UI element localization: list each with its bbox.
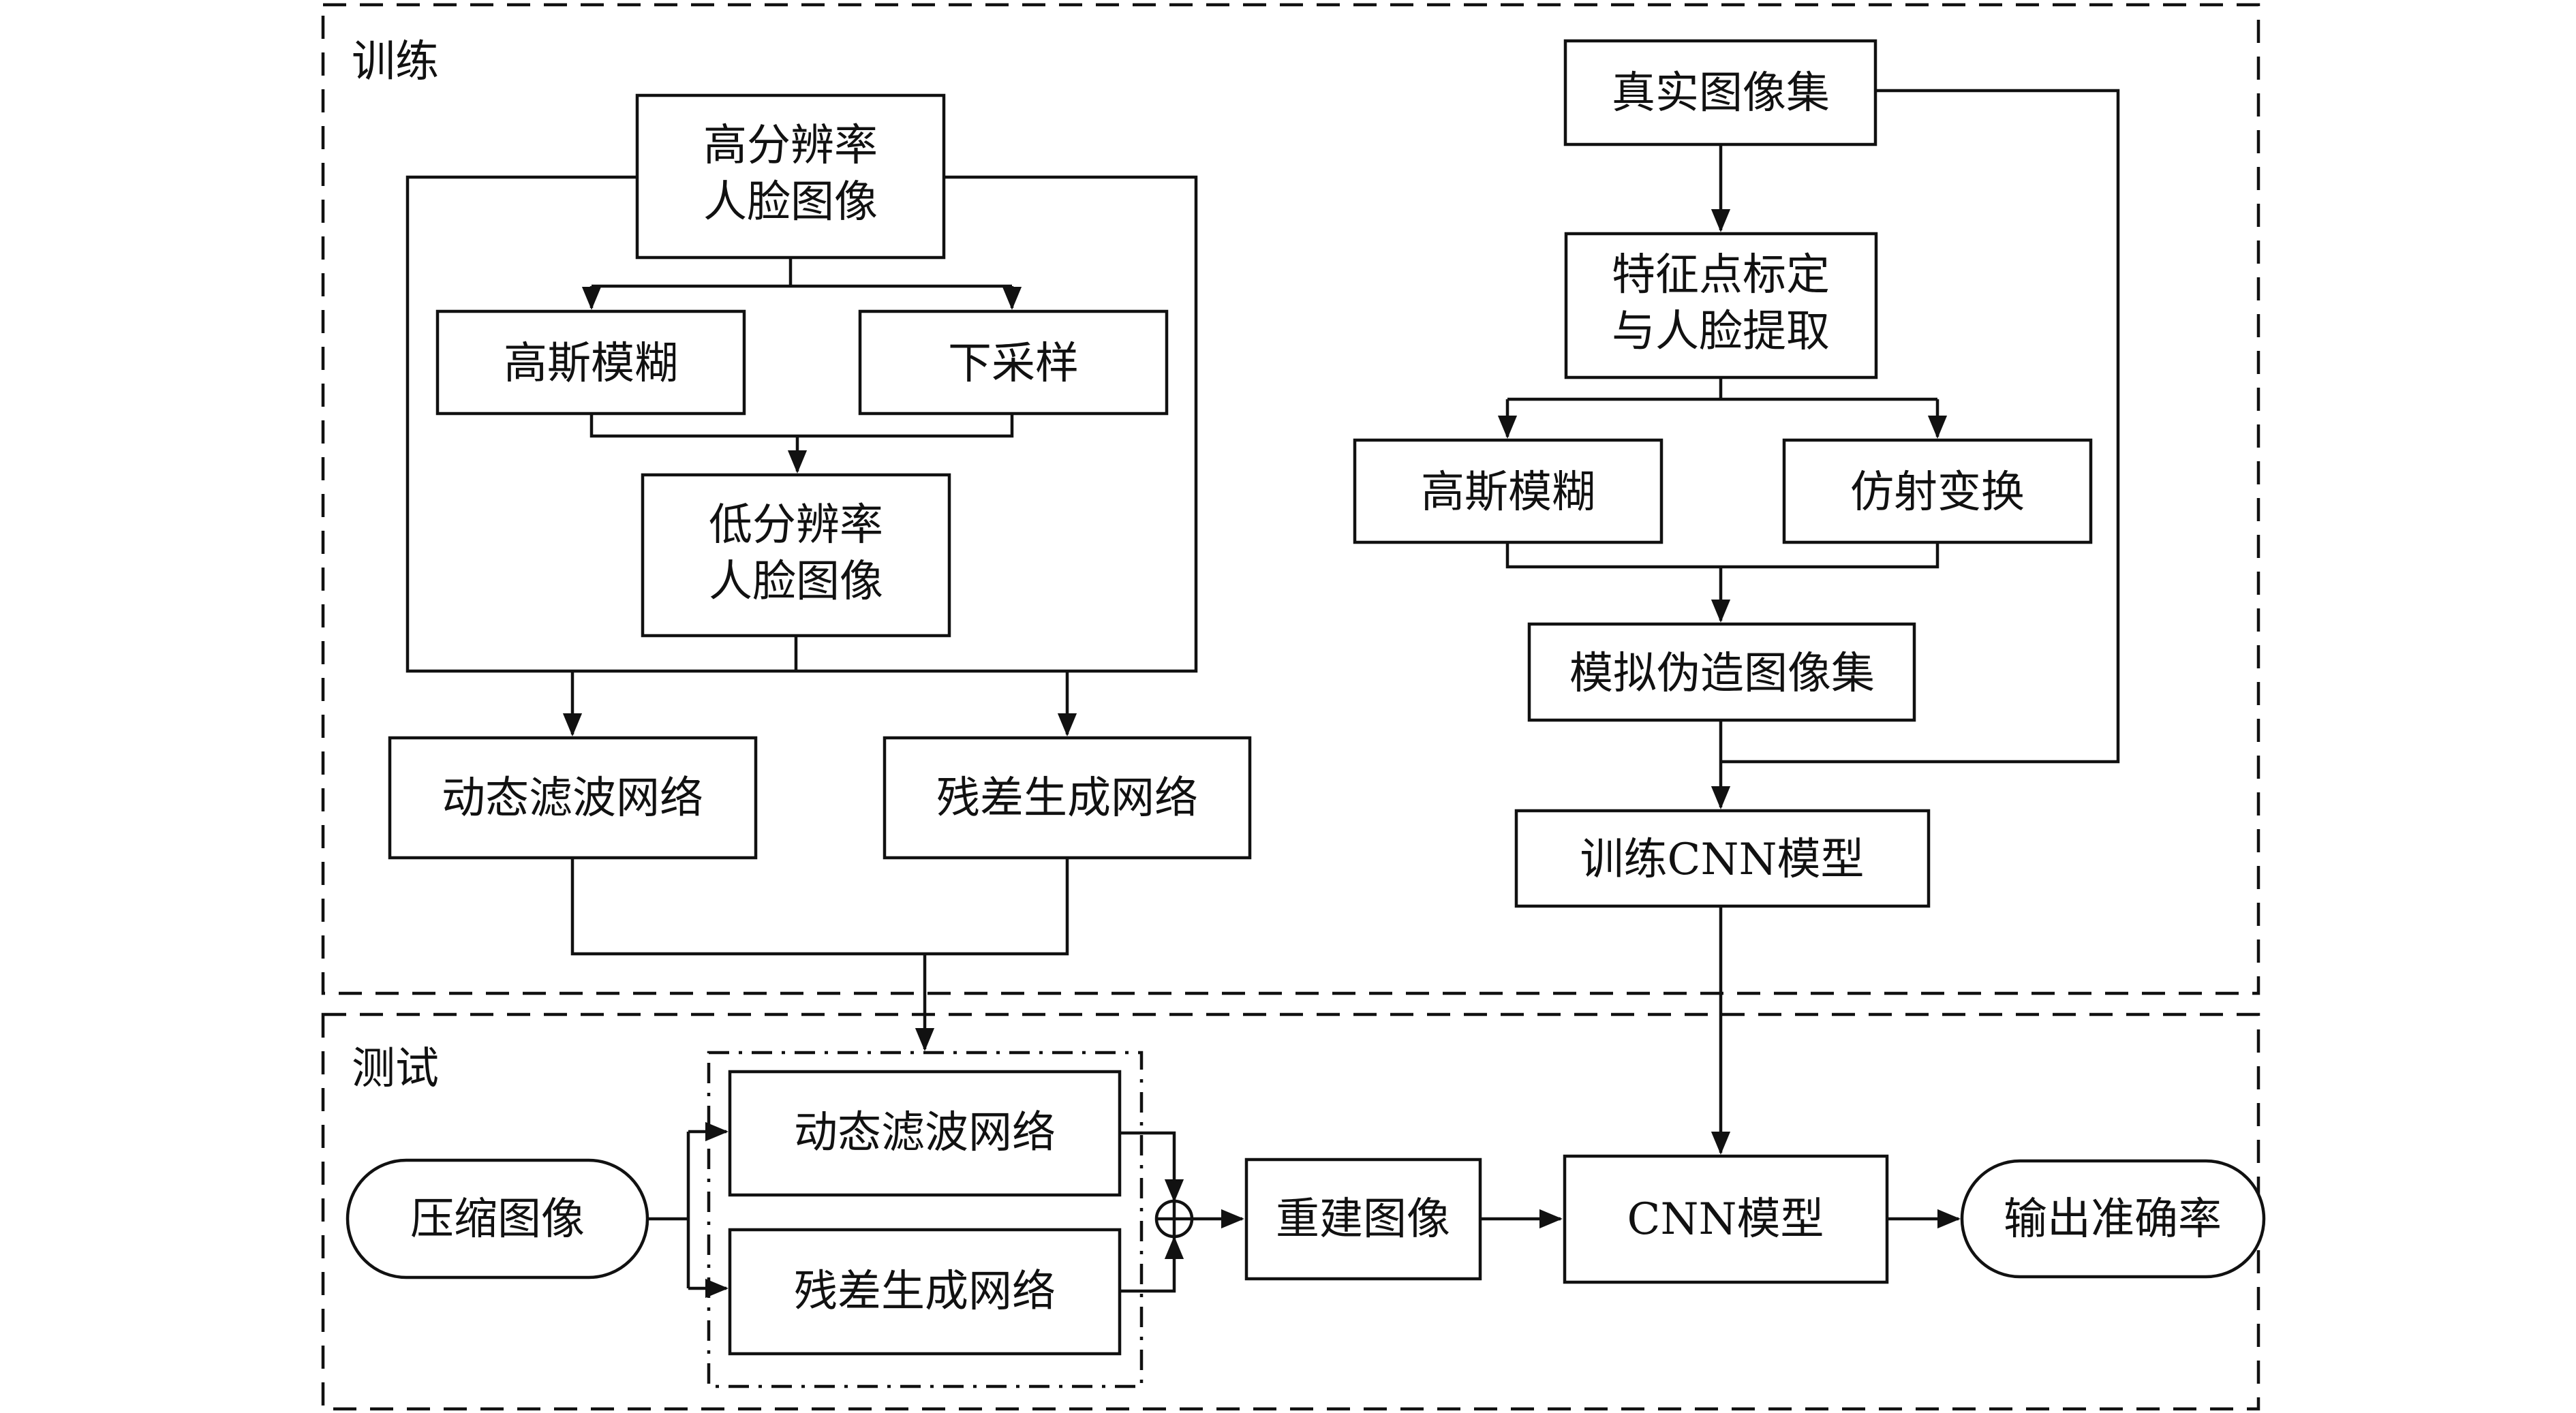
hr-face-line2: 人脸图像: [703, 177, 878, 228]
test-section-frame: [321, 1012, 2260, 1411]
landmark-extract-box: [1564, 232, 1878, 379]
test-section-label: 测试: [352, 1044, 439, 1094]
right-gaussian-blur-box: [1353, 438, 1663, 544]
real-set-box: [1563, 39, 1877, 146]
output-accuracy-label: 输出准确率: [2004, 1194, 2222, 1245]
train-residual-gen-net-label: 残差生成网络: [936, 773, 1198, 824]
train-dynamic-filter-net-box: [388, 736, 758, 860]
plus-adder-icon: [1154, 1199, 1194, 1239]
test-residual-gen-net-label: 残差生成网络: [794, 1267, 1056, 1317]
forged-set-label: 模拟伪造图像集: [1569, 649, 1875, 699]
landmark-extract-line1: 特征点标定: [1612, 250, 1830, 300]
real-set-label: 真实图像集: [1612, 68, 1830, 119]
lr-face-line2: 人脸图像: [709, 557, 883, 607]
hr-face-box: [635, 93, 946, 260]
left-gaussian-blur-label: 高斯模糊: [504, 339, 678, 389]
lr-face-box: [641, 473, 951, 638]
downsample-label: 下采样: [948, 339, 1079, 389]
affine-label: 仿射变换: [1850, 467, 2025, 518]
test-network-group: [707, 1051, 1144, 1388]
left-gaussian-blur-box: [435, 309, 746, 416]
downsample-box: [858, 309, 1169, 416]
reconstructed-image-box: [1244, 1158, 1482, 1281]
train-cnn-label: 训练CNN模型: [1580, 835, 1865, 885]
lr-face-line1: 低分辨率: [709, 500, 883, 550]
train-dynamic-filter-net-label: 动态滤波网络: [442, 773, 703, 824]
train-section-label: 训练: [352, 37, 439, 87]
test-dynamic-filter-net-label: 动态滤波网络: [794, 1108, 1056, 1158]
right-gaussian-blur-label: 高斯模糊: [1421, 467, 1595, 518]
cnn-model-label: CNN模型: [1627, 1194, 1824, 1245]
hr-face-line1: 高分辨率: [703, 121, 878, 171]
train-cnn-box: [1514, 809, 1931, 908]
landmark-extract-line2: 与人脸提取: [1612, 307, 1830, 357]
train-residual-gen-net-box: [883, 736, 1252, 860]
output-accuracy-pill: [1960, 1159, 2266, 1279]
reconstructed-image-label: 重建图像: [1276, 1194, 1450, 1245]
compressed-image-label: 压缩图像: [410, 1194, 585, 1245]
test-dynamic-filter-net-box: [728, 1070, 1122, 1197]
test-residual-gen-net-box: [728, 1228, 1122, 1356]
train-section-frame: [321, 3, 2260, 995]
